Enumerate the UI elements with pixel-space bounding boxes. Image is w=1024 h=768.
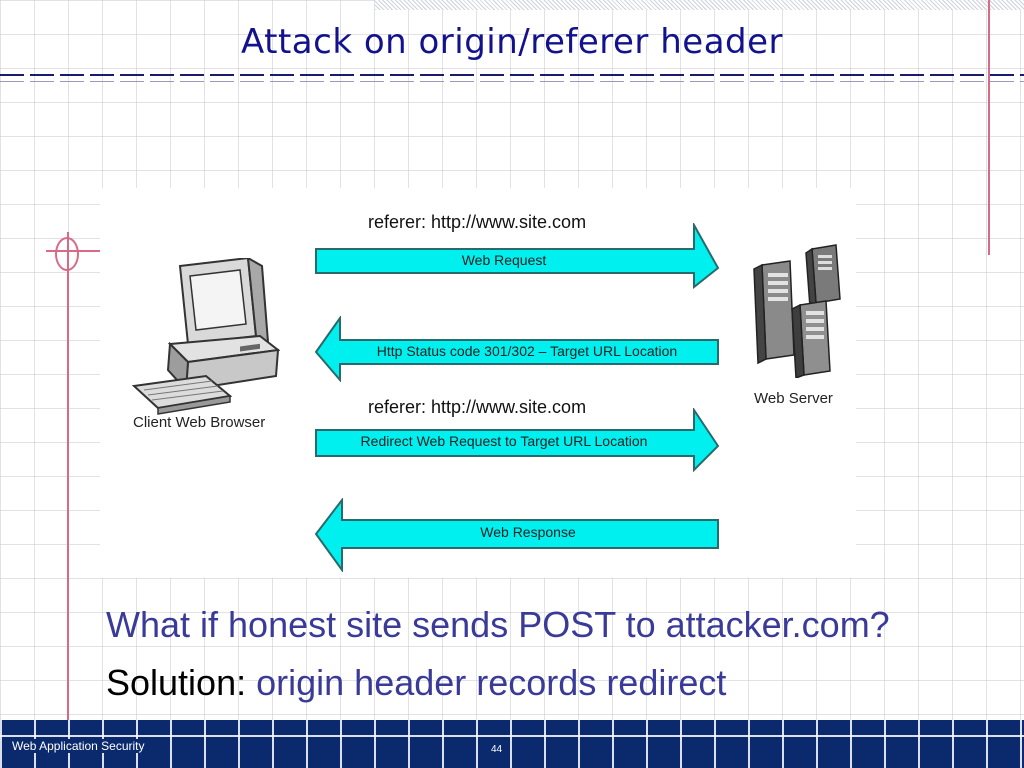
arrow-label-status-redirect: Http Status code 301/302 – Target URL Lo… (376, 343, 678, 359)
top-decoration (375, 0, 1024, 10)
left-accent-circle (55, 237, 79, 271)
client-computer-icon (130, 256, 281, 418)
footer-page-number: 44 (488, 744, 506, 755)
arrow-label-redirect-request: Redirect Web Request to Target URL Locat… (360, 433, 648, 449)
arrow-status-redirect: Http Status code 301/302 – Target URL Lo… (314, 316, 720, 382)
http-redirect-diagram: Client Web Browser Web Server re (100, 188, 856, 578)
solution-label: Solution: (106, 662, 247, 703)
web-server-icon (748, 243, 843, 380)
solution-line: Solution: origin header records redirect (106, 662, 726, 704)
server-label: Web Server (754, 390, 833, 407)
slide-title: Attack on origin/referer header (240, 22, 784, 62)
title-underline-secondary (0, 81, 1024, 82)
referer-label-2: referer: http://www.site.com (368, 397, 587, 417)
solution-text: origin header records redirect (256, 662, 727, 703)
arrow-redirect-request: Redirect Web Request to Target URL Locat… (314, 408, 720, 474)
arrow-web-response: Web Response (314, 498, 720, 572)
title-underline (0, 74, 1024, 76)
left-accent-line (67, 232, 69, 747)
question-text: What if honest site sends POST to attack… (106, 604, 890, 645)
client-label: Client Web Browser (133, 414, 266, 431)
arrow-label-web-response: Web Response (480, 524, 576, 540)
arrow-web-request: Web Request (314, 223, 720, 289)
footer-bar (0, 720, 1024, 768)
footer-course-title: Web Application Security (10, 739, 147, 753)
right-accent-line (988, 0, 990, 255)
referer-label-1: referer: http://www.site.com (368, 212, 587, 232)
arrow-label-web-request: Web Request (461, 252, 547, 268)
